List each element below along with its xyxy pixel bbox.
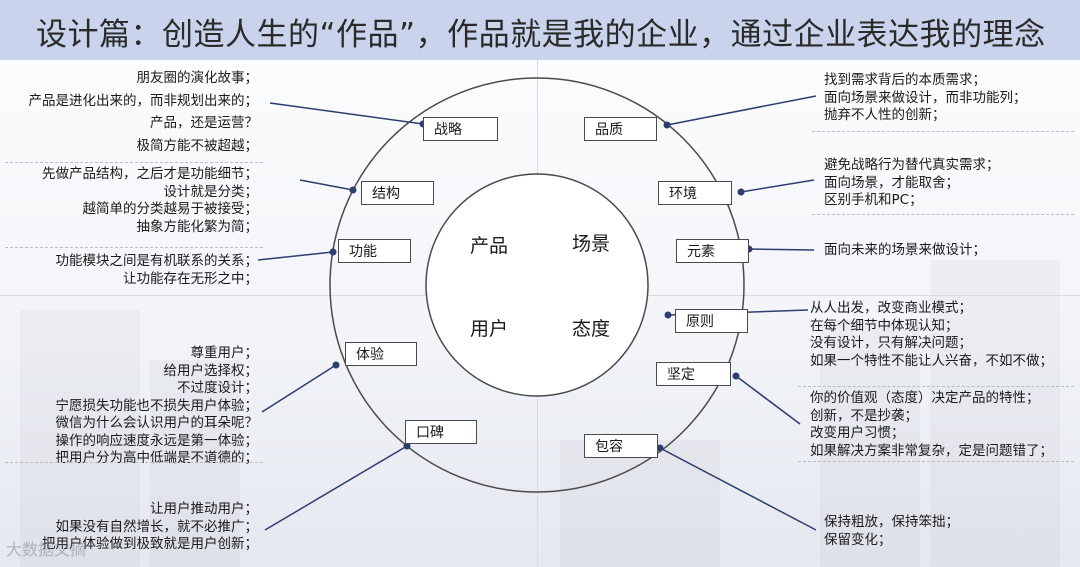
connector-yuansu [749,249,814,250]
center-product: 产品 [470,231,508,258]
node-gongneng: 功能 [338,239,411,263]
note-huanjing: 避免战略行为替代真实需求； 面向场景，才能取舍； 区别手机和PC； [824,157,1000,210]
node-pinzhi: 品质 [584,117,657,141]
node-tiyan: 体验 [345,342,417,366]
node-koubei: 口碑 [405,420,477,444]
divider [812,131,1074,132]
connector-jianding [736,376,800,424]
dot-jiegou [350,187,357,194]
divider [5,162,263,163]
connector-zhanlue [270,103,423,124]
center-user: 用户 [470,314,508,341]
node-zhanlue: 战略 [423,117,498,141]
center-attitude: 态度 [572,314,610,341]
note-pinzhi: 找到需求背后的本质需求； 面向场景来做设计，而非功能列； 抛弃不人性的创新； [824,72,1027,125]
node-yuansu: 元素 [676,239,749,263]
note-yuanze: 从人出发，改变商业模式； 在每个细节中体现认知； 没有设计，只有解决问题； 如果… [810,300,1053,370]
connector-pinzhi [667,96,816,125]
inner-circle [426,174,648,396]
watermark: 大数据文摘 [6,536,86,560]
connector-baorong [660,448,816,530]
note-tiyan: 尊重用户； 给用户选择权； 不过度设计； 宁愿损失功能也不损失用户体验； 微信为… [56,345,259,468]
note-zhanlue: 朋友圈的演化故事； 产品是进化出来的，而非规划出来的； 产品，还是运营？ 极简方… [29,70,259,155]
connector-tiyan [262,365,336,412]
note-yuansu: 面向未来的场景来做设计； [824,242,986,260]
node-jianding: 坚定 [656,362,731,386]
node-yuanze: 原则 [675,309,748,333]
connector-gongneng [258,252,333,260]
center-scene: 场景 [572,229,610,256]
node-baorong: 包容 [584,434,658,458]
connector-koubei [265,446,407,530]
dot-tiyan [333,362,340,369]
note-jiegou: 先做产品结构，之后才是功能细节； 设计就是分类； 越简单的分类越易于被接受； 抽… [42,166,258,236]
node-jiegou: 结构 [361,181,434,205]
dot-yuanze [665,312,672,319]
dot-pinzhi [664,122,671,129]
divider [798,386,1074,387]
connector-jiegou [300,180,353,190]
divider [5,247,263,248]
node-huanjing: 环境 [658,181,732,205]
note-gongneng: 功能模块之间是有机联系的关系； 让功能存在无形之中； [56,253,259,288]
dot-gongneng [330,249,337,256]
note-baorong: 保持粗放，保持笨拙； 保留变化； [824,514,959,549]
divider [798,461,1074,462]
note-jianding: 你的价值观（态度）决定产品的特性； 创新，不是抄袭； 改变用户习惯； 如果解决方… [810,390,1053,460]
dot-huanjing [738,189,745,196]
divider [5,462,263,463]
dot-jianding [733,373,740,380]
connector-huanjing [741,180,814,192]
divider [812,214,1074,215]
